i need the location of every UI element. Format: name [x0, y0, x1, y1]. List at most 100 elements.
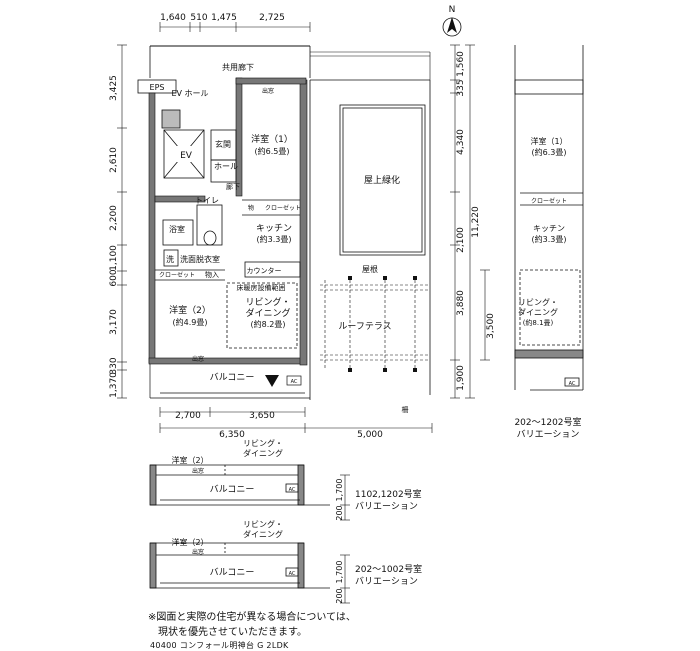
var-mid-living-1: リビング・ [243, 438, 283, 448]
dim-left-8: 1,370 [109, 372, 119, 398]
toilet-label: トイレ [195, 196, 219, 205]
disclaimer-note: ※図面と実際の住宅が異なる場合については、 現状を優先させていただきます。 [148, 610, 356, 640]
var-bottom-western2: 洋室（2） [171, 537, 208, 547]
dim-right-6: 3,880 [456, 290, 466, 316]
var-right-living-2: ダイニング [518, 307, 558, 317]
var-mid-balcony: バルコニー [210, 484, 255, 495]
var-right-living-size: (約8.1畳) [523, 318, 554, 327]
var-right-caption-2: バリエーション [517, 429, 580, 440]
living-label-1: リビング・ [245, 296, 290, 308]
disclaimer-line-1: ※図面と実際の住宅が異なる場合については、 [148, 612, 356, 623]
ac-label-main: AC [291, 379, 298, 385]
dim-left-7: 330 [109, 357, 119, 374]
ev-label: EV [180, 151, 193, 161]
balcony-label: バルコニー [210, 372, 255, 383]
common-corridor [149, 45, 431, 80]
counter-label: カウンター [247, 266, 282, 275]
dim-left-2: 2,610 [109, 147, 119, 173]
var-mid-exit: 出窓 [192, 467, 204, 475]
dim-top-1: 1,640 [160, 13, 186, 23]
dim-right-8: 1,900 [456, 365, 466, 391]
eps-box [137, 79, 177, 94]
var-bottom-dim-1: 1,700 [335, 561, 344, 584]
interior-walls [155, 129, 301, 349]
north-arrow-icon: N [442, 5, 462, 37]
var-right-ac: AC [569, 381, 576, 387]
dim-right-5: 2,100 [456, 227, 466, 253]
floor-heating-label: 床暖房設備範囲 [237, 283, 286, 292]
exit-label-top: 出窓 [262, 87, 274, 95]
hall-label: ホール [214, 162, 238, 171]
right-dimensions [450, 44, 490, 399]
roof-terrace [320, 280, 430, 370]
var-right-kitchen: キッチン [533, 224, 565, 233]
dim-right-2: 335 [456, 79, 466, 96]
roof-green [309, 79, 431, 400]
dim-right-4: 11,220 [471, 206, 481, 238]
var-right-closet: クローゼット [531, 197, 567, 205]
var-bottom-living-1: リビング・ [243, 519, 283, 529]
corridor-label: 共用廊下 [222, 62, 254, 72]
living-size: (約8.2畳) [251, 319, 286, 329]
dim-bottom-3: 6,350 [219, 430, 245, 440]
dim-top-2: 510 [190, 13, 207, 23]
top-dimensions [159, 22, 311, 32]
dim-bottom-2: 3,650 [249, 411, 275, 421]
hallway-label: 廊下 [226, 182, 240, 191]
roof-terrace-posts [348, 276, 417, 372]
storage-label: 物入 [205, 270, 219, 279]
var-right-kitchen-size: (約3.3畳) [532, 234, 567, 244]
var-bottom-balcony: バルコニー [210, 567, 255, 578]
storage2-label: 物 [248, 204, 254, 212]
var-right-western1: 洋室（1） [530, 136, 567, 146]
var-bottom-dimensions [340, 554, 350, 604]
roof-label: 屋根 [362, 264, 378, 274]
dim-left-6: 3,170 [109, 309, 119, 335]
variation-bottom-plan [149, 542, 330, 589]
var-mid-dim-1: 1,700 [335, 479, 344, 502]
dim-left-3: 2,200 [109, 205, 119, 231]
dim-top-4: 2,725 [259, 13, 285, 23]
ev-hall-label: EV ホール [171, 89, 208, 98]
variation-right-plan [514, 45, 584, 391]
dim-top-3: 1,475 [211, 13, 237, 23]
dim-right-1: 1,560 [456, 51, 466, 77]
wash-label: 洗 [166, 254, 174, 264]
var-mid-caption-2: バリエーション [355, 501, 418, 512]
western1-label: 洋室（1） [251, 133, 293, 145]
elevator-area [161, 109, 205, 179]
var-mid-caption-1: 1102,1202号室 [355, 488, 422, 500]
var-bottom-caption-2: バリエーション [355, 576, 418, 587]
dim-bottom-1: 2,700 [175, 411, 201, 421]
var-bottom-ac: AC [289, 571, 296, 577]
var-mid-dimensions [340, 474, 350, 521]
var-bottom-dim-2: 200 [335, 588, 344, 603]
var-mid-living-2: ダイニング [243, 448, 283, 458]
var-mid-western2: 洋室（2） [171, 455, 208, 465]
disclaimer-line-2: 現状を優先させていただきます。 [148, 627, 307, 638]
living-label-2: ダイニング [245, 307, 290, 319]
north-label: N [449, 5, 456, 15]
var-bottom-exit: 出窓 [192, 548, 204, 556]
dressing-label: 洗面脱衣室 [180, 254, 220, 264]
var-right-living-1: リビング・ [518, 297, 558, 307]
exit-label-bottom: 出窓 [192, 355, 204, 363]
left-dimensions [117, 44, 127, 399]
kitchen-label: キッチン [256, 223, 292, 234]
western2-label: 洋室（2） [169, 304, 211, 316]
roof-terrace-label: ルーフテラス [338, 321, 391, 332]
entrance-marker-icon [265, 375, 279, 387]
fence-label: 柵 [402, 405, 409, 414]
variation-mid-plan [149, 464, 330, 506]
dim-left-4: 1,100 [109, 245, 119, 271]
eps-label: EPS [150, 83, 165, 92]
var-mid-ac: AC [289, 487, 296, 493]
var-mid-dim-2: 200 [335, 505, 344, 520]
balcony [149, 364, 310, 399]
var-bottom-living-2: ダイニング [243, 529, 283, 539]
var-right-western1-size: (約6.3畳) [532, 147, 567, 157]
dim-right-7: 3,500 [486, 313, 496, 339]
western2-size: (約4.9畳) [173, 317, 208, 327]
bath-label: 浴室 [169, 224, 185, 234]
